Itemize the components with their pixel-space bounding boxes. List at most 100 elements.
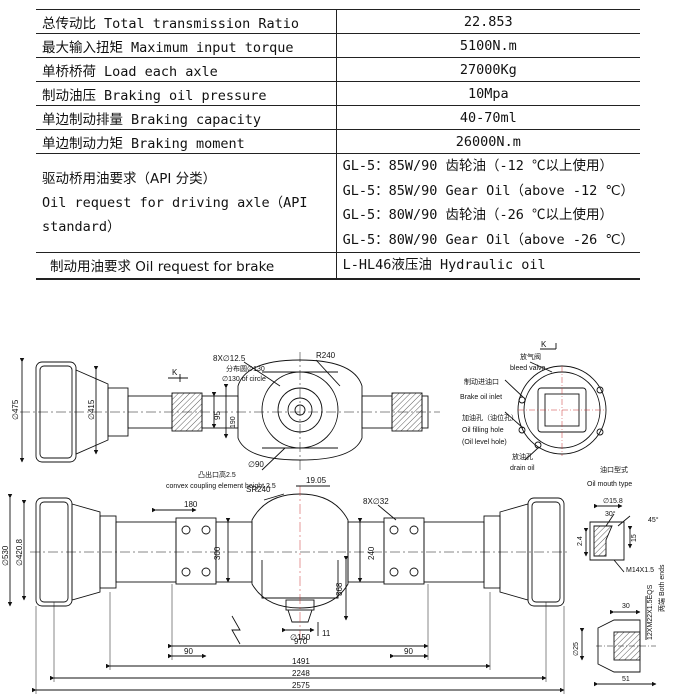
- oil-drive-row: 驱动桥用油要求（API 分类） Oil request for driving a…: [36, 153, 640, 253]
- label-inlet-en: Brake oil inlet: [460, 394, 502, 401]
- label-d158: ∅15.8: [603, 498, 623, 505]
- spec-row: 单边制动排量 Braking capacity 40-70ml: [36, 105, 640, 130]
- top-view: [19, 352, 440, 471]
- label-k-top: K: [172, 368, 178, 377]
- label-w51: 51: [622, 676, 630, 683]
- label-circle-zh: 分布圆∅130: [226, 364, 265, 373]
- oil-drive-line: GL-5：80W/90 齿轮油（-26 ℃以上使用）: [342, 207, 614, 223]
- label-inlet-zh: 制动进油口: [464, 377, 499, 386]
- label-conv-zh: 凸出口高2.5: [198, 470, 236, 479]
- spec-label-en: Total transmission Ratio: [104, 15, 300, 32]
- oil-drive-line: GL-5：85W/90 齿轮油（-12 ℃以上使用）: [342, 158, 614, 174]
- label-a30: 30°: [605, 510, 616, 518]
- label-d150: ∅150: [290, 633, 311, 642]
- label-top-bolts: 8X∅12.5: [213, 354, 246, 363]
- label-valve-en: bleed valve: [510, 365, 546, 372]
- spec-label-en: Maximum input torque: [131, 39, 294, 56]
- label-d420: ∅420.8: [15, 538, 24, 566]
- oil-drive-label: 驱动桥用油要求（API 分类） Oil request for driving a…: [36, 153, 337, 253]
- spec-label-zh: 单桥桥荷: [42, 63, 96, 80]
- spec-label-en: Load each axle: [104, 63, 218, 80]
- spec-label: 最大输入扭矩 Maximum input torque: [36, 33, 337, 58]
- label-thread: M14X1.5: [626, 567, 654, 574]
- label-w1491: 1491: [292, 657, 310, 666]
- label-fill-zh: 加油孔（油位孔）: [462, 413, 518, 422]
- spline-detail: [579, 596, 657, 687]
- oil-brake-value: L-HL46液压油 Hydraulic oil: [336, 252, 640, 280]
- oil-drive-label-zh: 驱动桥用油要求（API 分类）: [42, 171, 217, 187]
- label-fill-en1: Oil filling hole: [462, 427, 504, 434]
- spec-row: 最大输入扭矩 Maximum input torque 5100N.m: [36, 33, 640, 58]
- spec-label-zh: 总传动比: [42, 15, 96, 32]
- spec-label-en: Braking oil pressure: [104, 87, 267, 104]
- label-w90-right: 90: [404, 647, 413, 656]
- oil-drive-label-en: Oil request for driving axle（API standar…: [42, 195, 308, 235]
- label-sr240: SR240: [246, 485, 271, 494]
- label-h300: 300: [213, 546, 222, 560]
- oil-mouth-detail: [583, 503, 633, 573]
- spec-label-zh: 单边制动力矩: [42, 135, 123, 152]
- label-h11: 11: [322, 629, 331, 638]
- label-w180: 180: [184, 500, 198, 509]
- spec-label-zh: 最大输入扭矩: [42, 39, 123, 56]
- label-w2575: 2575: [292, 681, 310, 690]
- spec-value: 10Mpa: [336, 81, 640, 106]
- label-d475: ∅475: [11, 399, 20, 420]
- label-h24: 2.4: [577, 536, 584, 546]
- label-mouth-en: Oil mouth type: [587, 481, 632, 488]
- oil-brake-label: 制动用油要求 Oil request for brake: [36, 252, 337, 280]
- oil-drive-line: GL-5：85W/90 Gear Oil（above -12 ℃）: [342, 182, 634, 199]
- label-w970: 970: [294, 637, 308, 646]
- label-d530: ∅530: [1, 545, 10, 566]
- spec-label: 总传动比 Total transmission Ratio: [36, 9, 337, 34]
- label-conv-en: convex coupling element height 2.5: [166, 483, 276, 490]
- label-w30: 30: [622, 603, 630, 610]
- spec-label: 制动油压 Braking oil pressure: [36, 81, 337, 106]
- label-valve-zh: 放气阀: [520, 352, 541, 361]
- label-a45: 45°: [648, 516, 659, 524]
- label-ends-zh: 两端: [657, 598, 666, 612]
- spec-row: 总传动比 Total transmission Ratio 22.853: [36, 9, 640, 34]
- spec-label: 单边制动力矩 Braking moment: [36, 129, 337, 154]
- spec-value: 40-70ml: [336, 105, 640, 130]
- k-view: [504, 343, 607, 461]
- oil-drive-values: GL-5：85W/90 齿轮油（-12 ℃以上使用） GL-5：85W/90 Ge…: [336, 153, 640, 253]
- oil-drive-line: GL-5：80W/90 Gear Oil（above -26 ℃）: [342, 231, 634, 248]
- spec-row: 单边制动力矩 Braking moment 26000N.m: [36, 129, 640, 154]
- spec-value: 5100N.m: [336, 33, 640, 58]
- spec-row: 单桥桥荷 Load each axle 27000Kg: [36, 57, 640, 82]
- label-d415: ∅415: [87, 399, 96, 420]
- label-drain-en: drain oil: [510, 465, 535, 472]
- label-ends-en: Both ends: [659, 564, 666, 596]
- label-h15: 15: [631, 534, 638, 542]
- label-k-side: K: [541, 340, 547, 349]
- spec-label-en: Braking moment: [131, 135, 245, 152]
- label-w2248: 2248: [292, 669, 310, 678]
- spec-value: 26000N.m: [336, 129, 640, 154]
- spec-label: 单边制动排量 Braking capacity: [36, 105, 337, 130]
- spec-label-zh: 单边制动排量: [42, 111, 123, 128]
- label-spline: 12XM22X1.5EQS: [647, 584, 654, 640]
- label-r240: R240: [316, 351, 336, 360]
- spec-label: 单桥桥荷 Load each axle: [36, 57, 337, 82]
- label-mouth-zh: 油口型式: [600, 465, 628, 474]
- label-h190: 190: [230, 416, 237, 428]
- spec-label-en: Braking capacity: [131, 111, 262, 128]
- spec-value: 22.853: [336, 9, 640, 34]
- label-h240: 240: [367, 546, 376, 560]
- label-front-bolts: 8X∅32: [363, 497, 389, 506]
- spec-row: 制动油压 Braking oil pressure 10Mpa: [36, 81, 640, 106]
- label-circle-en: ∅130 of circle: [222, 376, 266, 383]
- spec-value: 27000Kg: [336, 57, 640, 82]
- label-d25: ∅25: [573, 642, 580, 656]
- axle-drawing: 8X∅12.5 分布圆∅130 ∅130 of circle R240 K ∅4…: [1, 340, 666, 694]
- label-19-05: 19.05: [306, 476, 327, 485]
- front-view: [7, 485, 570, 694]
- label-drain-zh: 放油孔: [512, 452, 533, 461]
- label-fill-en2: (Oil level hole): [462, 439, 507, 446]
- spec-label-zh: 制动油压: [42, 87, 96, 104]
- label-w90-left: 90: [184, 647, 193, 656]
- label-h95: 95: [213, 411, 222, 420]
